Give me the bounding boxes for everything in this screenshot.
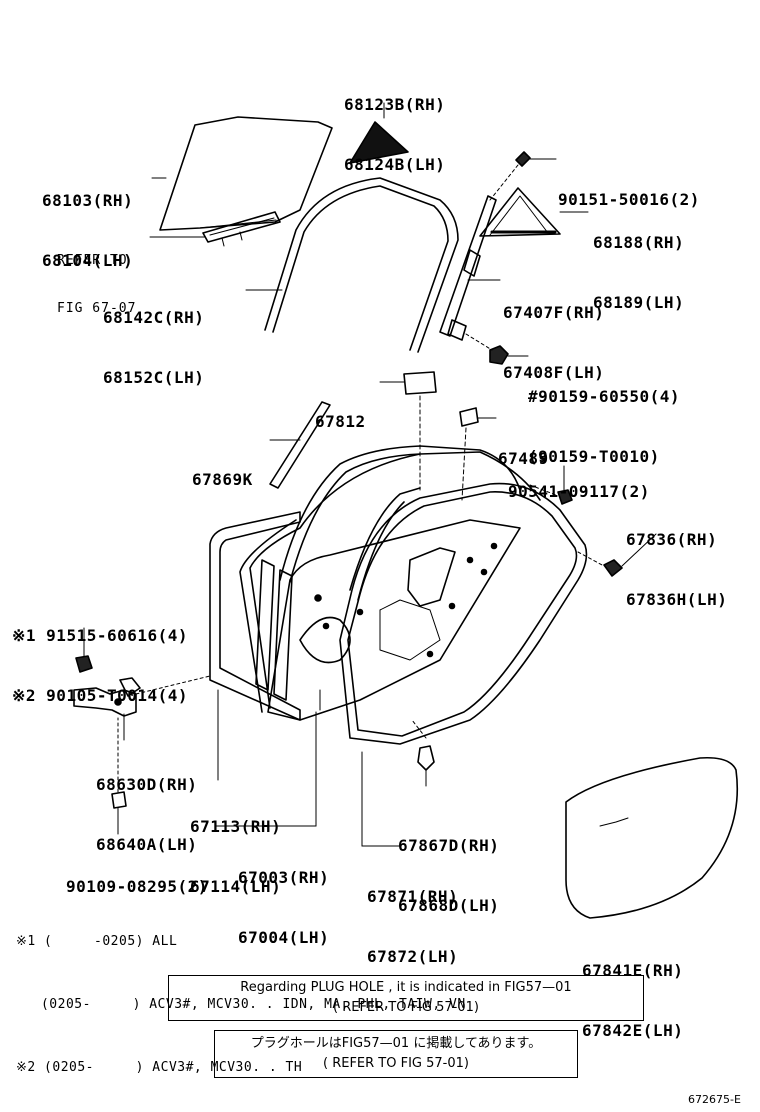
label-quarter-window: 68188(RH) 68189(LH) — [593, 233, 685, 312]
seal-pad — [459, 407, 479, 427]
note-3: ※2 (0205- ) ACV3#, MCV30. . TH — [16, 1060, 303, 1075]
figure-number: 672675-E — [688, 1093, 741, 1106]
door-hinge — [73, 687, 137, 717]
label-weatherstrip-67869k: 67869K — [192, 470, 253, 489]
glass-quarter-pane — [349, 121, 409, 164]
label-clip-67836: 67836(RH) 67836H(LH) — [626, 530, 728, 609]
door-inner-panel — [267, 519, 521, 721]
label-door-panel: 67003(RH) 67004(LH) — [238, 868, 330, 947]
label-screw: 90151-50016(2) — [558, 190, 700, 209]
service-hole-cover — [565, 756, 739, 919]
label-weatherstrip-67113: 67113(RH) 67114(LH) — [190, 817, 282, 896]
door-outer-panel — [209, 511, 301, 721]
label-run-channel: 68142C(RH) 68152C(LH) — [103, 308, 205, 387]
label-hinge: 68630D(RH) 68640A(LH) — [96, 775, 198, 854]
note-2: (0205- ) ACV3#, MCV30. . IDN, MA, PHL, T… — [16, 997, 466, 1012]
run-channel — [264, 177, 459, 353]
plug-hole-note-english: Regarding PLUG HOLE , it is indicated in… — [168, 975, 644, 1021]
cover-plate — [403, 371, 437, 395]
door-weatherstrip — [339, 482, 588, 745]
glass-channel — [202, 211, 281, 243]
label-hinge-bolt: ※1 91515-60616(4) ※2 90105-T0014(4) — [12, 626, 189, 705]
division-bar — [439, 195, 497, 337]
label-cover-67812: 67812 — [315, 412, 366, 431]
note-1: ※1 ( -0205) ALL — [16, 934, 178, 949]
quarter-window — [479, 187, 561, 237]
label-weatherstrip-67871: 67871(RH) 67872(LH) — [367, 887, 459, 966]
label-screw-90109: 90109-08295(2) — [66, 877, 208, 896]
label-refer: REFER TO FIG 67-07 — [57, 253, 137, 316]
label-clip-90541: 90541-09117(2) — [508, 482, 650, 501]
door-glass — [159, 116, 333, 231]
inner-weatherstrip — [269, 401, 331, 489]
label-clip-67867: 67867D(RH) 67868D(LH) — [398, 836, 500, 915]
label-bolt: #90159-60550(4) (90159-T0010) — [528, 387, 680, 466]
label-door-glass: 68103(RH) 68104(LH) — [42, 191, 134, 270]
label-glass-quarter-pane: 68123B(RH) 68124B(LH) — [344, 95, 446, 174]
plug-hole-note-japanese: プラグホールはFIG57​—​01 に掲載してあります。 ( REFER TO … — [214, 1030, 578, 1078]
label-seal-67489: 67489 — [498, 449, 549, 468]
applicability-notes: ※1 ( -0205) ALL (0205- ) ACV3#, MCV30. .… — [16, 889, 466, 1099]
label-division-bar: 67407F(RH) 67408F(LH) — [503, 303, 605, 382]
clip — [417, 745, 435, 771]
